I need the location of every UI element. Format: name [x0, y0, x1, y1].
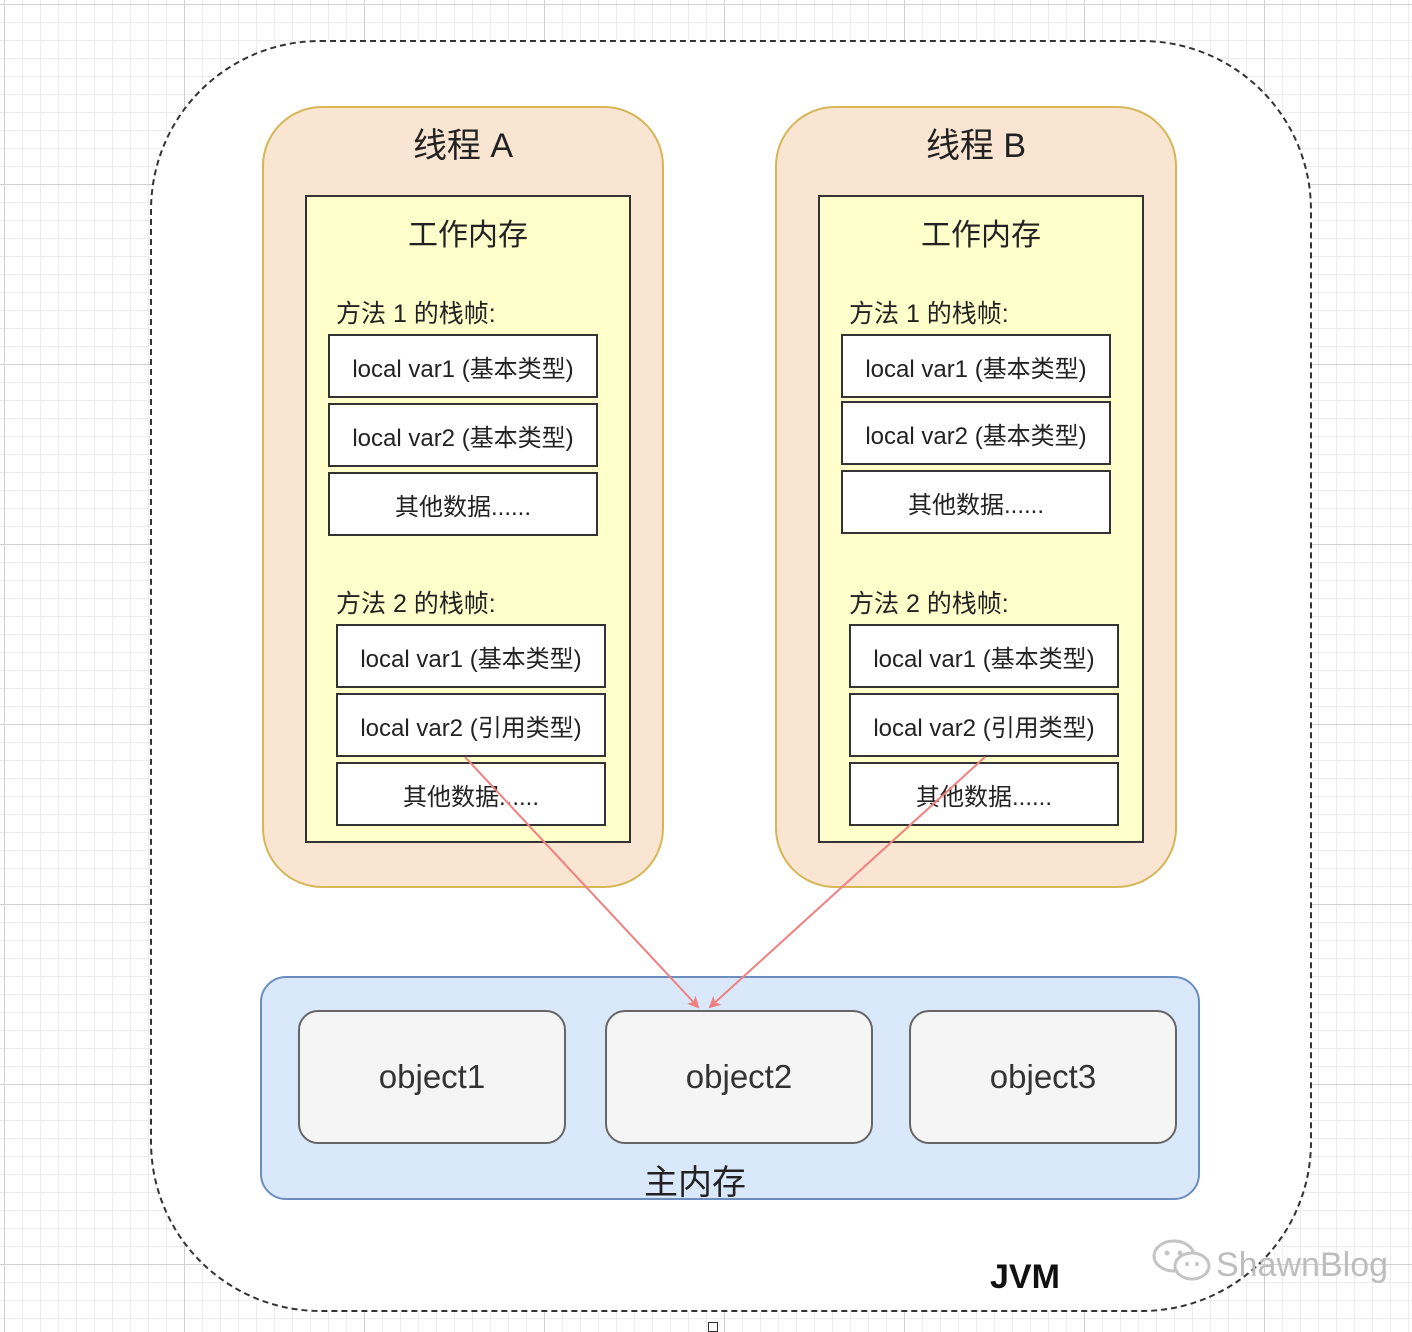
thread-a-title: 线程 A: [412, 127, 514, 165]
thread-a-frame1-label: 方法 1 的栈帧:: [336, 300, 496, 328]
thread-a-frame2-label: 方法 2 的栈帧:: [336, 590, 496, 618]
object2-box: object2: [605, 1010, 873, 1144]
thread-a-work-memory-title: 工作内存: [408, 219, 528, 252]
thread-b-frame2-var2: local var2 (引用类型): [849, 693, 1119, 757]
main-memory-label: 主内存: [644, 1164, 746, 1202]
thread-a-frame2-var1: local var1 (基本类型): [336, 624, 606, 688]
thread-a-frame1-var1: local var1 (基本类型): [328, 334, 598, 398]
thread-a-frame1-other: 其他数据......: [328, 472, 598, 536]
thread-b-frame1-var2: local var2 (基本类型): [841, 401, 1111, 465]
thread-a-frame1-var2: local var2 (基本类型): [328, 403, 598, 467]
watermark-text: ShawnBlog: [1216, 1246, 1389, 1284]
thread-b-title: 线程 B: [925, 127, 1027, 165]
thread-b-frame1-other: 其他数据......: [841, 470, 1111, 534]
jvm-label: JVM: [990, 1258, 1060, 1296]
thread-b-frame2-var1: local var1 (基本类型): [849, 624, 1119, 688]
thread-b-frame1-label: 方法 1 的栈帧:: [849, 300, 1009, 328]
arrow-thread-a-to-object2: [464, 756, 700, 1009]
resize-handle[interactable]: [708, 1322, 718, 1332]
watermark: ShawnBlog: [1150, 1238, 1388, 1293]
object3-box: object3: [909, 1010, 1177, 1144]
object1-box: object1: [298, 1010, 566, 1144]
thread-b-frame1-var1: local var1 (基本类型): [841, 334, 1111, 398]
arrow-thread-b-to-object2: [708, 756, 986, 1009]
thread-b-frame2-other: 其他数据......: [849, 762, 1119, 826]
thread-a-frame2-var2: local var2 (引用类型): [336, 693, 606, 757]
thread-b-frame2-label: 方法 2 的栈帧:: [849, 590, 1009, 618]
thread-b-work-memory-title: 工作内存: [921, 219, 1041, 252]
wechat-icon: [1150, 1238, 1216, 1293]
